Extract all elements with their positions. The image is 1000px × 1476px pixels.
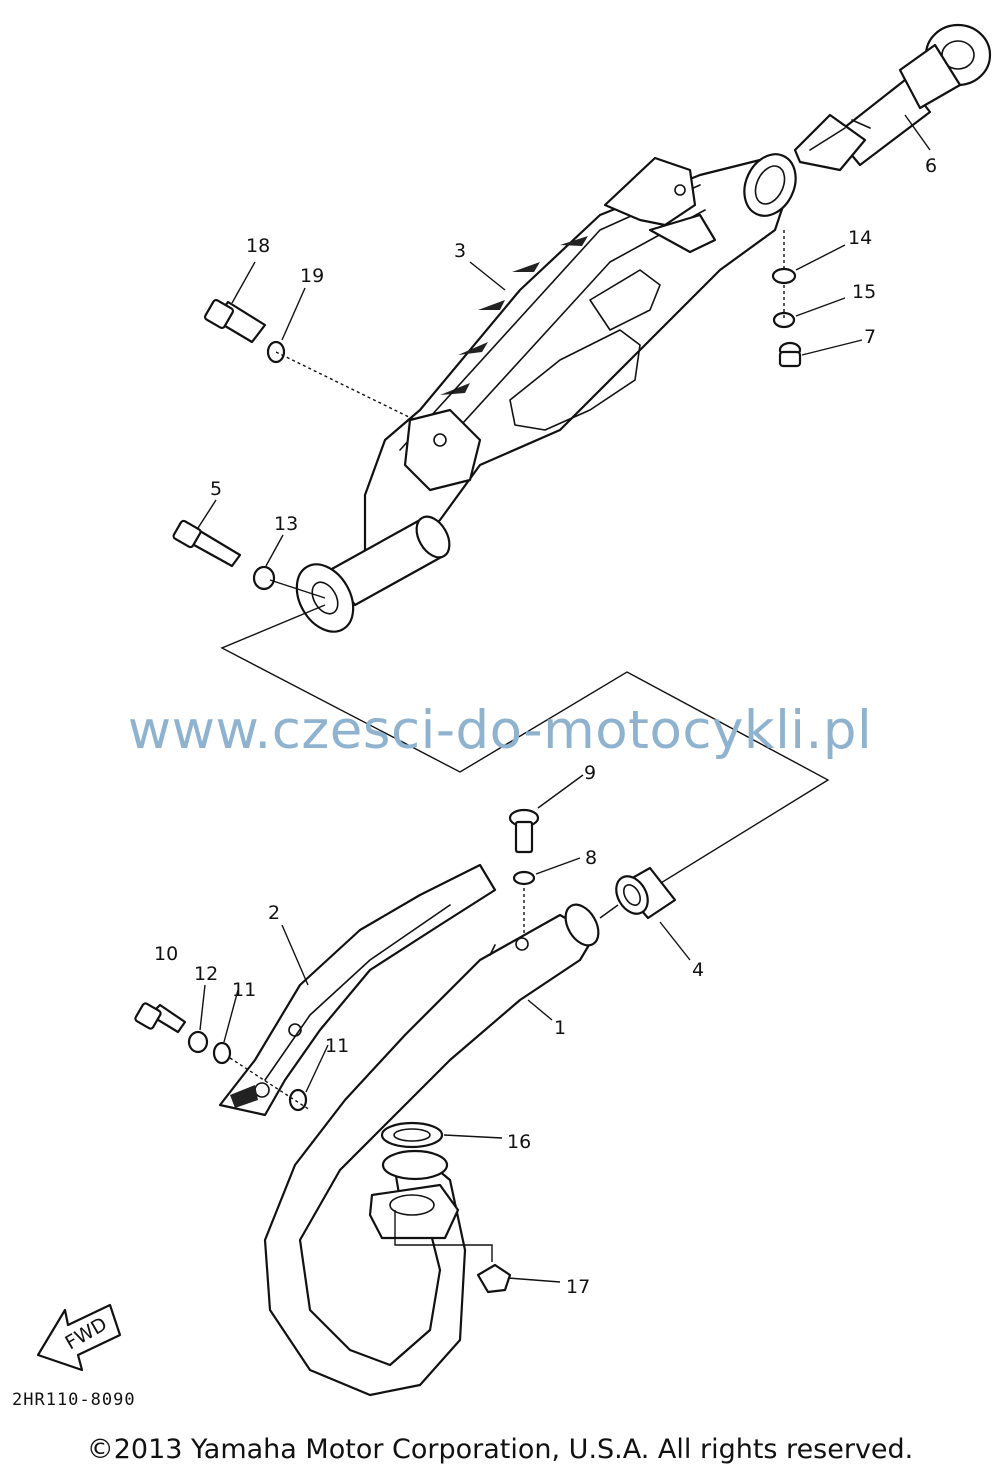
callout-8: 8	[585, 847, 597, 869]
nut-17	[476, 1263, 512, 1294]
bolt-7	[778, 341, 802, 368]
gasket-16	[380, 1121, 444, 1149]
nut-12	[187, 1030, 209, 1054]
callout-11b: 11	[325, 1035, 349, 1057]
callout-16: 16	[507, 1131, 531, 1153]
bolt-5	[172, 519, 242, 568]
site-watermark: www.czesci-do-motocykli.pl	[127, 700, 873, 761]
washer-8	[512, 870, 536, 886]
pipe-bracket	[218, 863, 497, 1117]
muffler	[295, 153, 797, 633]
washer-14	[771, 267, 797, 285]
washer-11b	[288, 1088, 308, 1112]
copyright-notice: ©2013 Yamaha Motor Corporation, U.S.A. A…	[86, 1434, 914, 1465]
grommet-4	[615, 866, 677, 920]
callout-19: 19	[300, 265, 324, 287]
bolt-18	[203, 298, 267, 344]
callout-17: 17	[566, 1276, 590, 1298]
callout-10: 10	[154, 943, 178, 965]
callout-5: 5	[210, 478, 222, 500]
washer-15	[772, 311, 796, 329]
washer-11a	[212, 1041, 232, 1065]
callout-4: 4	[692, 959, 704, 981]
pipe-flange	[368, 1149, 460, 1240]
callout-11a: 11	[232, 979, 256, 1001]
callout-2: 2	[268, 902, 280, 924]
callout-9: 9	[584, 762, 596, 784]
callout-leaders	[197, 114, 931, 1283]
washer-13	[252, 565, 276, 591]
callout-15: 15	[852, 281, 876, 303]
callout-1: 1	[554, 1017, 566, 1039]
callout-3: 3	[454, 240, 466, 262]
callout-6: 6	[925, 155, 937, 177]
callout-12: 12	[194, 963, 218, 985]
bolt-9	[508, 808, 540, 854]
diagram-code: 2HR110-8090	[12, 1390, 136, 1410]
callout-18: 18	[246, 235, 270, 257]
callout-13: 13	[274, 513, 298, 535]
tail-pipe	[793, 23, 992, 172]
callout-14: 14	[848, 227, 872, 249]
fwd-arrow: FWD	[36, 1303, 122, 1372]
bolt-10	[134, 1002, 187, 1034]
callout-7: 7	[864, 326, 876, 348]
